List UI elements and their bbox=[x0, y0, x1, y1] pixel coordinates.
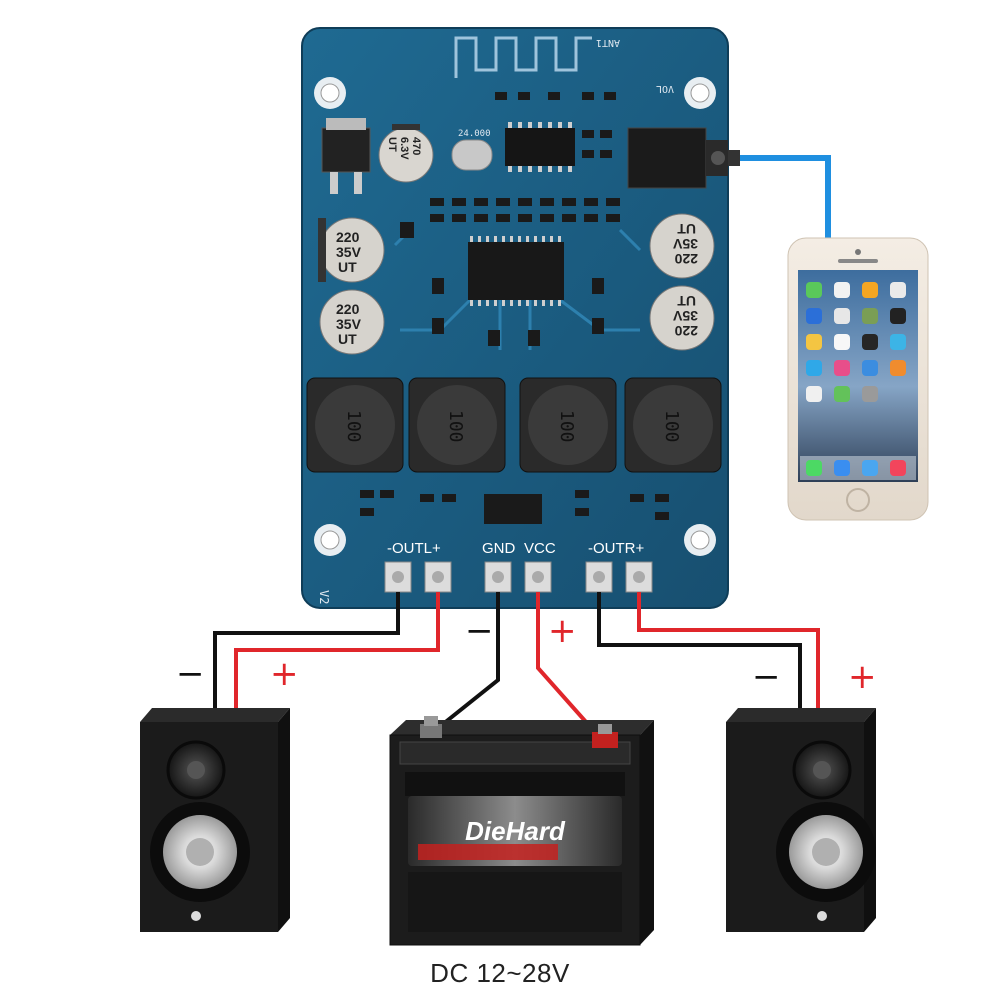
svg-text:UT: UT bbox=[677, 293, 696, 309]
logo-badge bbox=[817, 911, 827, 921]
bluetooth-chip bbox=[505, 122, 575, 172]
terminal-outl-minus bbox=[384, 561, 412, 593]
svg-text:6.3V: 6.3V bbox=[398, 137, 410, 160]
svg-text:35V: 35V bbox=[336, 316, 362, 332]
wire-right-positive bbox=[637, 592, 820, 712]
vol-label: VOL bbox=[656, 83, 674, 94]
app-icons bbox=[800, 282, 916, 480]
terminal-label-outl: -OUTL+ bbox=[387, 540, 441, 557]
left-plus-sign: + bbox=[270, 654, 299, 694]
svg-text:100: 100 bbox=[661, 410, 682, 443]
svg-text:220: 220 bbox=[674, 323, 698, 339]
svg-text:35V: 35V bbox=[672, 308, 698, 324]
capacitor-470uf: 470 6.3V UT bbox=[378, 124, 434, 183]
capacitor-220uf-right-bottom: 220 35V UT bbox=[649, 285, 715, 351]
svg-text:220: 220 bbox=[336, 301, 360, 317]
terminal-label-gnd: GND bbox=[482, 540, 516, 557]
wire-left-positive bbox=[234, 592, 440, 712]
terminal-outr-plus bbox=[625, 561, 653, 593]
inductor-3: 100 bbox=[519, 377, 617, 473]
speaker-right bbox=[726, 708, 876, 932]
svg-text:220: 220 bbox=[336, 229, 360, 245]
left-minus-sign: − bbox=[176, 654, 205, 694]
voltage-caption: DC 12~28V bbox=[430, 958, 570, 988]
inductor-2: 100 bbox=[408, 377, 506, 473]
speaker-left bbox=[140, 708, 290, 932]
version-label: V2 bbox=[317, 590, 331, 604]
inductor-4: 100 bbox=[624, 377, 722, 473]
antenna-label: ANT1 bbox=[596, 37, 620, 48]
antenna-trace bbox=[454, 36, 592, 78]
battery-plus-sign: + bbox=[548, 611, 577, 651]
svg-text:UT: UT bbox=[386, 137, 398, 152]
battery-terminal-positive bbox=[592, 724, 618, 748]
svg-text:100: 100 bbox=[556, 410, 577, 443]
svg-text:UT: UT bbox=[677, 221, 696, 237]
logo-badge bbox=[191, 911, 201, 921]
svg-text:35V: 35V bbox=[336, 244, 362, 260]
terminal-vcc bbox=[524, 561, 552, 593]
home-button bbox=[846, 488, 870, 512]
wire-vcc bbox=[536, 592, 604, 742]
terminal-outr-minus bbox=[585, 561, 613, 593]
battery-minus-sign: − bbox=[465, 611, 494, 651]
amplifier-board: ANT1 VOL 470 6.3V UT bbox=[301, 27, 740, 609]
terminal-label-outr: -OUTR+ bbox=[588, 540, 644, 557]
mounting-hole bbox=[684, 524, 716, 556]
capacitor-220uf-right-top: 220 35V UT bbox=[649, 213, 715, 279]
battery-terminal-negative bbox=[420, 716, 442, 738]
svg-text:100: 100 bbox=[343, 410, 364, 443]
wire-gnd bbox=[431, 592, 500, 734]
smartphone bbox=[787, 237, 929, 521]
right-minus-sign: − bbox=[752, 657, 781, 697]
svg-text:100: 100 bbox=[445, 410, 466, 443]
wire-left-negative bbox=[213, 592, 400, 712]
svg-text:24.000: 24.000 bbox=[458, 129, 491, 139]
audio-cable bbox=[738, 155, 831, 248]
smd-resistor-row bbox=[400, 92, 620, 346]
audio-jack bbox=[627, 127, 740, 189]
svg-text:470: 470 bbox=[410, 137, 422, 155]
svg-text:220: 220 bbox=[674, 251, 698, 267]
smd-bottom-parts bbox=[360, 490, 669, 524]
amplifier-chip bbox=[468, 236, 564, 306]
wire-right-negative bbox=[597, 592, 802, 712]
right-plus-sign: + bbox=[848, 657, 877, 697]
car-battery: DieHard bbox=[389, 716, 654, 946]
voltage-regulator bbox=[321, 118, 371, 194]
svg-text:35V: 35V bbox=[672, 236, 698, 252]
inductor-1: 100 bbox=[306, 377, 404, 473]
capacitor-220uf-left-bottom: 220 35V UT bbox=[319, 289, 385, 355]
capacitor-220uf-left-top: 220 35V UT bbox=[318, 217, 385, 283]
mounting-hole bbox=[314, 77, 346, 109]
svg-text:UT: UT bbox=[338, 331, 357, 347]
terminal-gnd bbox=[484, 561, 512, 593]
terminal-label-vcc: VCC bbox=[524, 540, 556, 557]
terminal-outl-plus bbox=[424, 561, 452, 593]
battery-brand: DieHard bbox=[465, 816, 566, 846]
crystal-oscillator: 24.000 bbox=[451, 129, 493, 171]
svg-text:UT: UT bbox=[338, 259, 357, 275]
mounting-hole bbox=[684, 77, 716, 109]
mounting-hole bbox=[314, 524, 346, 556]
